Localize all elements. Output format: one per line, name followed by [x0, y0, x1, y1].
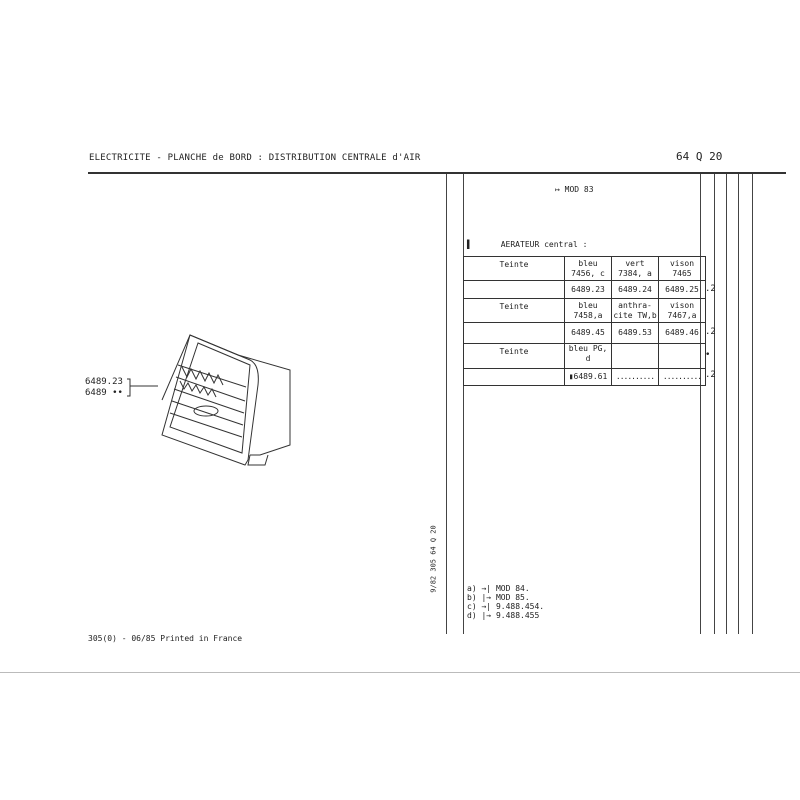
- arrow-icon: ↦: [555, 185, 565, 194]
- quantity: .2: [705, 327, 716, 337]
- section-title: ▌ AERATEUR central :: [467, 240, 588, 249]
- parts-table: Teinte bleu 7456, c vert 7384, a vison 7…: [463, 256, 706, 386]
- callout-leader: [127, 378, 158, 397]
- footer-print-info: 305(0) - 06/85 Printed in France: [88, 634, 243, 643]
- table-row: 6489.23 6489.24 6489.25: [463, 280, 706, 299]
- arrow-icon: |→: [481, 611, 492, 620]
- quantity: .2: [705, 370, 716, 380]
- arrow-icon: →|: [481, 584, 492, 593]
- footnote: a) →| MOD 84.: [467, 584, 530, 593]
- marker-icon: ▌: [467, 240, 472, 249]
- mod-header: ↦ MOD 83: [555, 185, 594, 194]
- column-divider: [752, 174, 753, 634]
- page-reference: 64 Q 20: [676, 150, 723, 163]
- column-divider: [738, 174, 739, 634]
- callout-part-number: 6489.23: [85, 377, 123, 387]
- column-divider: [446, 174, 447, 634]
- column-divider: [463, 174, 464, 634]
- column-divider: [726, 174, 727, 634]
- air-vent-illustration: [161, 334, 291, 466]
- table-row: Teinte bleu 7456, c vert 7384, a vison 7…: [463, 256, 706, 281]
- arrow-icon: →|: [481, 602, 492, 611]
- footnote: b) |→ MOD 85.: [467, 593, 530, 602]
- column-divider: [714, 174, 715, 634]
- footnote: d) |→ 9.488.455: [467, 611, 540, 620]
- footnote: c) →| 9.488.454.: [467, 602, 545, 611]
- table-row: 6489.45 6489.53 6489.46: [463, 322, 706, 344]
- table-row: Teinte bleu 7458,a anthra-cite TW,b viso…: [463, 298, 706, 323]
- arrow-icon: |→: [481, 593, 492, 602]
- callout-part-number: 6489 ••: [85, 388, 123, 398]
- bottom-rule: [0, 672, 800, 673]
- side-reference: 9/82 305 64 Q 20: [429, 525, 438, 593]
- table-row: Teinte bleu PG, d: [463, 343, 706, 369]
- table-row: ▮6489.61 .......... ..........: [463, 368, 706, 386]
- footnotes: a) →| MOD 84. b) |→ MOD 85. c) →| 9.488.…: [467, 584, 544, 620]
- quantity: •: [705, 350, 711, 360]
- header-rule: [88, 172, 786, 174]
- quantity: .2: [705, 284, 716, 294]
- page-title: ELECTRICITE - PLANCHE de BORD : DISTRIBU…: [89, 153, 421, 163]
- column-divider: [700, 174, 701, 634]
